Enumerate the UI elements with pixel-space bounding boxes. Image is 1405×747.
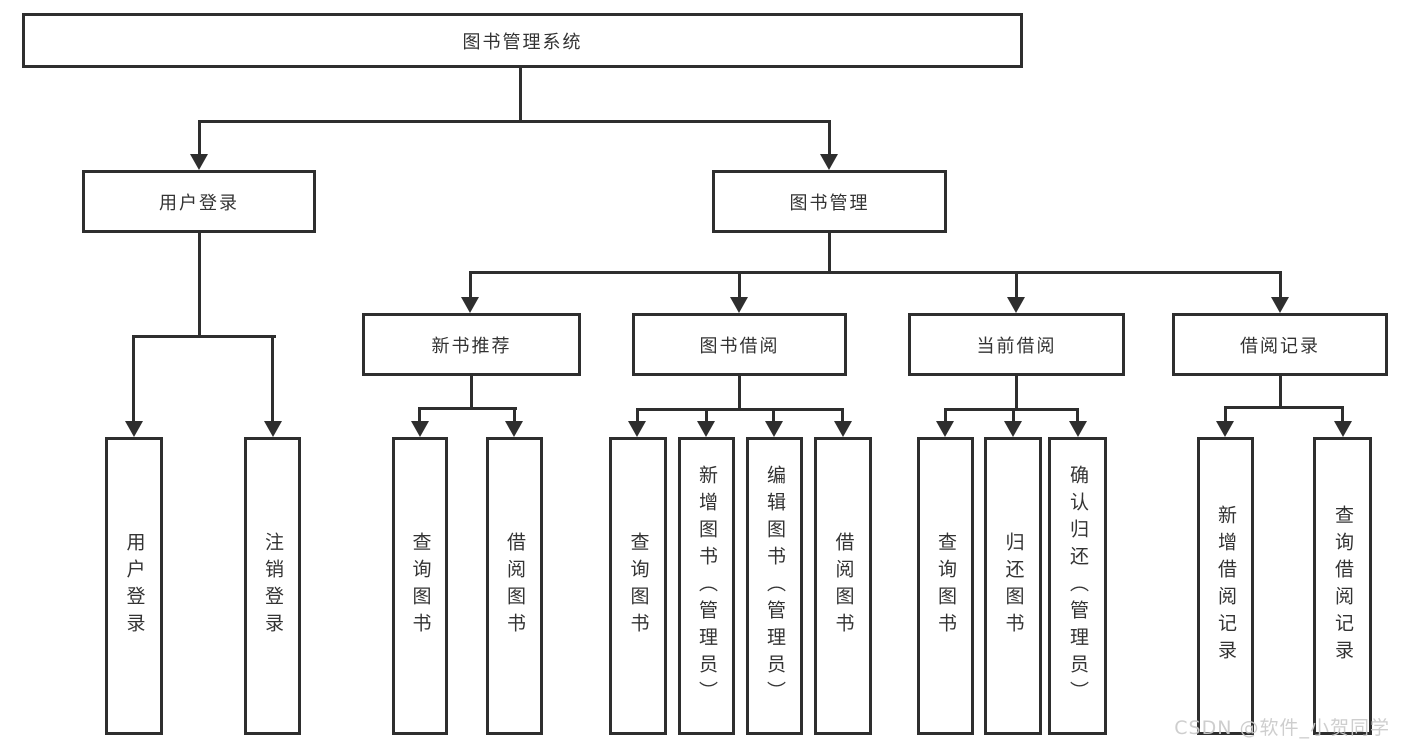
connector-line-horizontal: [418, 407, 517, 410]
leaf-borrow-book-recommend: 借阅图书: [486, 437, 543, 735]
connector-line-vertical: [1224, 406, 1227, 422]
connector-line-vertical: [1341, 406, 1344, 422]
connector-line-vertical: [944, 408, 947, 422]
arrowhead-down-icon: [820, 154, 838, 170]
arrowhead-down-icon: [765, 421, 783, 437]
arrowhead-down-icon: [1216, 421, 1234, 437]
connector-line-vertical: [828, 233, 831, 271]
arrowhead-down-icon: [1334, 421, 1352, 437]
leaf-query-borrow-record: 查询借阅记录: [1313, 437, 1372, 735]
connector-line-vertical: [418, 407, 421, 422]
leaf-add-borrow-record: 新增借阅记录: [1197, 437, 1254, 735]
connector-line-vertical: [841, 408, 844, 422]
connector-line-vertical: [828, 120, 831, 155]
arrowhead-down-icon: [125, 421, 143, 437]
leaf-logout: 注销登录: [244, 437, 301, 735]
arrowhead-down-icon: [936, 421, 954, 437]
connector-line-vertical: [198, 120, 201, 155]
arrowhead-down-icon: [264, 421, 282, 437]
connector-line-vertical: [513, 407, 516, 422]
arrowhead-down-icon: [697, 421, 715, 437]
arrowhead-down-icon: [1007, 297, 1025, 313]
connector-line-horizontal: [132, 335, 276, 338]
arrowhead-down-icon: [1069, 421, 1087, 437]
arrowhead-down-icon: [461, 297, 479, 313]
connector-line-vertical: [519, 68, 522, 120]
connector-line-vertical: [469, 271, 472, 298]
connector-line-vertical: [1279, 271, 1282, 298]
arrowhead-down-icon: [1004, 421, 1022, 437]
connector-line-horizontal: [1224, 406, 1344, 409]
leaf-query-book-recommend: 查询图书: [392, 437, 448, 735]
leaf-edit-book-admin: 编辑图书（管理员）: [746, 437, 803, 735]
connector-line-vertical: [1076, 408, 1079, 422]
connector-line-vertical: [636, 408, 639, 422]
connector-line-vertical: [1279, 376, 1282, 406]
connector-line-vertical: [772, 408, 775, 422]
node-current-borrowing: 当前借阅: [908, 313, 1125, 376]
arrowhead-down-icon: [730, 297, 748, 313]
connector-line-horizontal: [944, 408, 1079, 411]
connector-line-vertical: [271, 335, 274, 422]
arrowhead-down-icon: [411, 421, 429, 437]
leaf-query-book-borrowing: 查询图书: [609, 437, 667, 735]
connector-line-horizontal: [198, 120, 831, 123]
leaf-user-login: 用户登录: [105, 437, 163, 735]
leaf-add-book-admin: 新增图书（管理员）: [678, 437, 735, 735]
connector-line-vertical: [1015, 271, 1018, 298]
node-book-management: 图书管理: [712, 170, 947, 233]
connector-line-vertical: [132, 335, 135, 422]
connector-line-vertical: [1015, 376, 1018, 408]
arrowhead-down-icon: [505, 421, 523, 437]
connector-line-vertical: [1012, 408, 1015, 422]
leaf-confirm-return-admin: 确认归还（管理员）: [1048, 437, 1107, 735]
connector-line-vertical: [705, 408, 708, 422]
node-root-system: 图书管理系统: [22, 13, 1023, 68]
arrowhead-down-icon: [628, 421, 646, 437]
node-borrowing-records: 借阅记录: [1172, 313, 1388, 376]
node-book-borrowing: 图书借阅: [632, 313, 847, 376]
node-user-login: 用户登录: [82, 170, 316, 233]
arrowhead-down-icon: [834, 421, 852, 437]
connector-line-vertical: [198, 233, 201, 335]
leaf-return-book: 归还图书: [984, 437, 1042, 735]
leaf-borrow-book-borrowing: 借阅图书: [814, 437, 872, 735]
arrowhead-down-icon: [190, 154, 208, 170]
arrowhead-down-icon: [1271, 297, 1289, 313]
connector-line-vertical: [738, 271, 741, 298]
connector-line-vertical: [738, 375, 741, 408]
csdn-watermark: CSDN @软件_小贺同学: [1174, 717, 1390, 739]
leaf-query-book-current: 查询图书: [917, 437, 974, 735]
connector-line-horizontal: [469, 271, 1282, 274]
connector-line-vertical: [470, 376, 473, 407]
node-new-book-recommend: 新书推荐: [362, 313, 581, 376]
connector-line-horizontal: [636, 408, 844, 411]
